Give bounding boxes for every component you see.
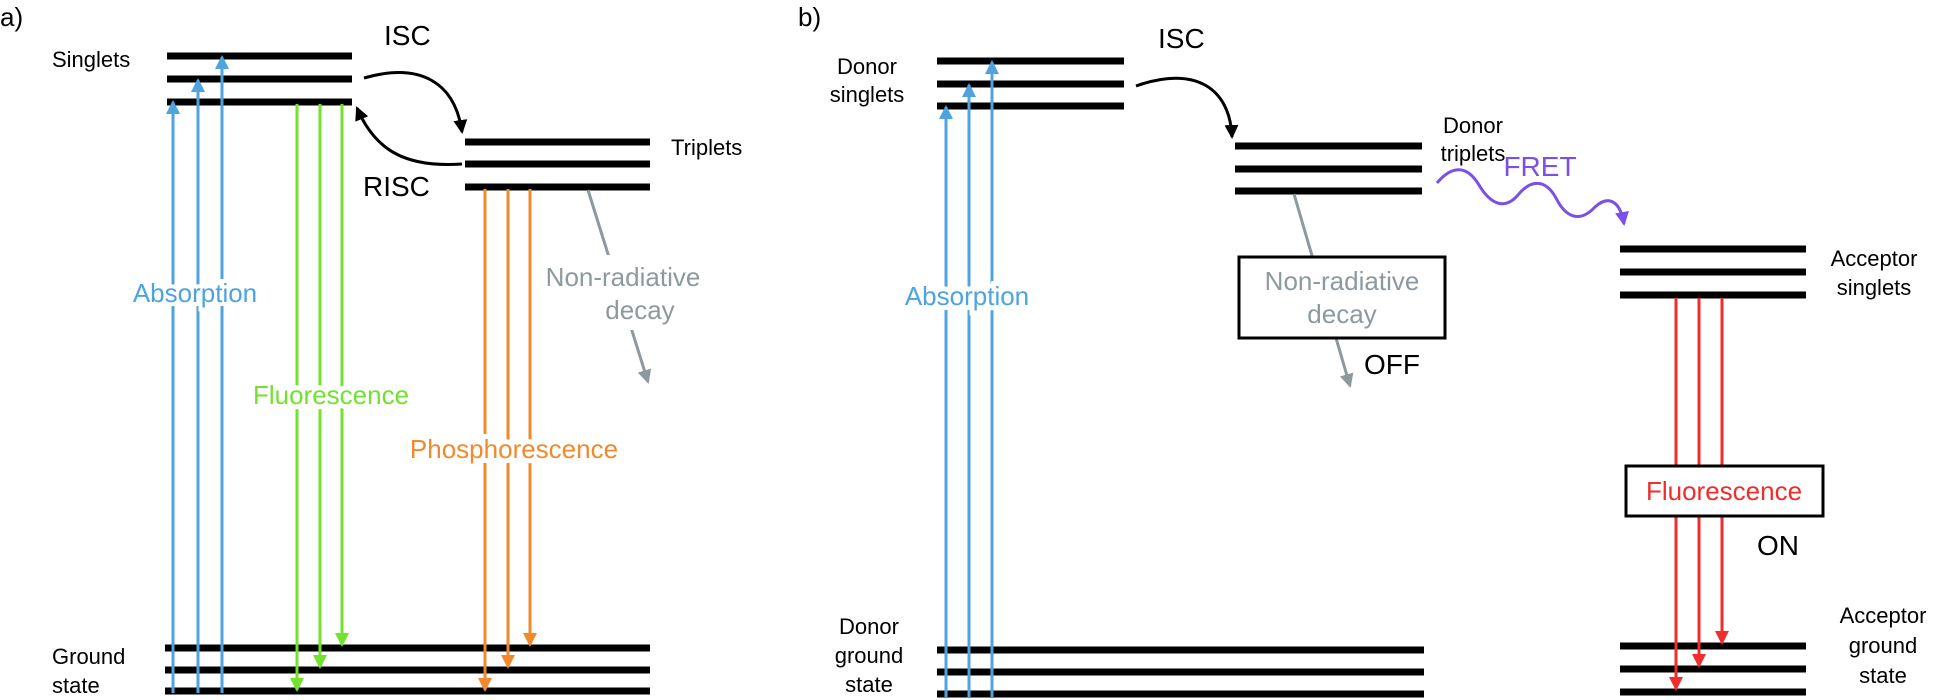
donor-singlets-label-line1: Donor (837, 54, 897, 79)
ground-levels (165, 644, 650, 695)
absorption-arrows (166, 55, 229, 693)
phosphorescence-label: Phosphorescence (410, 434, 618, 464)
donor-triplets-label-line2: triplets (1441, 141, 1506, 166)
donor-ground-label-line2: ground (835, 643, 904, 668)
donor-triplet-levels (1235, 142, 1422, 195)
donor-absorption-arrows (939, 60, 999, 697)
risc-label: RISC (363, 171, 430, 202)
nonradiative-box-line1: Non-radiative (1265, 266, 1420, 296)
fret-label: FRET (1503, 151, 1576, 182)
isc-arrow (363, 71, 468, 134)
donor-absorption-label: Absorption (905, 281, 1029, 311)
donor-isc-label: ISC (1158, 23, 1205, 54)
fluorescence-box-label: Fluorescence (1646, 476, 1802, 506)
fluorescence-arrows (290, 104, 349, 692)
fret-arrow (1435, 168, 1629, 226)
acceptor-ground-levels (1620, 642, 1806, 696)
risc-arrow (355, 106, 463, 167)
donor-singlet-levels (937, 57, 1124, 110)
nonradiative-label-line2: decay (605, 295, 674, 325)
triplet-levels (465, 138, 650, 191)
panel-b-label: b) (798, 2, 821, 32)
absorption-label: Absorption (133, 278, 257, 308)
panel-a: a) Absorption Fluor (0, 2, 742, 698)
isc-label: ISC (384, 20, 431, 51)
donor-singlets-label-line2: singlets (830, 82, 905, 107)
acceptor-ground-label-line3: state (1859, 663, 1907, 688)
nonradiative-label-backdrop (540, 255, 710, 330)
nonradiative-box (1237, 255, 1447, 340)
donor-triplets-label-line1: Donor (1443, 113, 1503, 138)
off-label: OFF (1364, 349, 1420, 380)
fluorescence-label: Fluorescence (253, 380, 409, 410)
donor-isc-arrow (1135, 76, 1239, 139)
on-label: ON (1757, 530, 1799, 561)
ground-state-label-line1: Ground (52, 644, 125, 669)
donor-ground-label-line3: state (845, 672, 893, 697)
acceptor-singlets-label-line2: singlets (1837, 275, 1912, 300)
singlets-label: Singlets (52, 47, 130, 72)
panel-b: b) (798, 2, 1927, 698)
nonradiative-box-line2: decay (1307, 299, 1376, 329)
triplets-label: Triplets (671, 135, 742, 160)
ground-state-label-line2: state (52, 673, 100, 698)
nonradiative-label-line1: Non-radiative (546, 262, 701, 292)
acceptor-ground-label-line2: ground (1849, 633, 1918, 658)
donor-ground-levels (937, 646, 1424, 698)
acceptor-ground-label-line1: Acceptor (1840, 603, 1927, 628)
acceptor-singlet-levels (1620, 245, 1806, 299)
singlet-levels (167, 52, 352, 106)
donor-ground-label-line1: Donor (839, 614, 899, 639)
fluorescence-box (1624, 464, 1825, 518)
acceptor-singlets-label-line1: Acceptor (1831, 246, 1918, 271)
phosphorescence-arrows (478, 189, 537, 692)
panel-a-label: a) (0, 2, 23, 32)
